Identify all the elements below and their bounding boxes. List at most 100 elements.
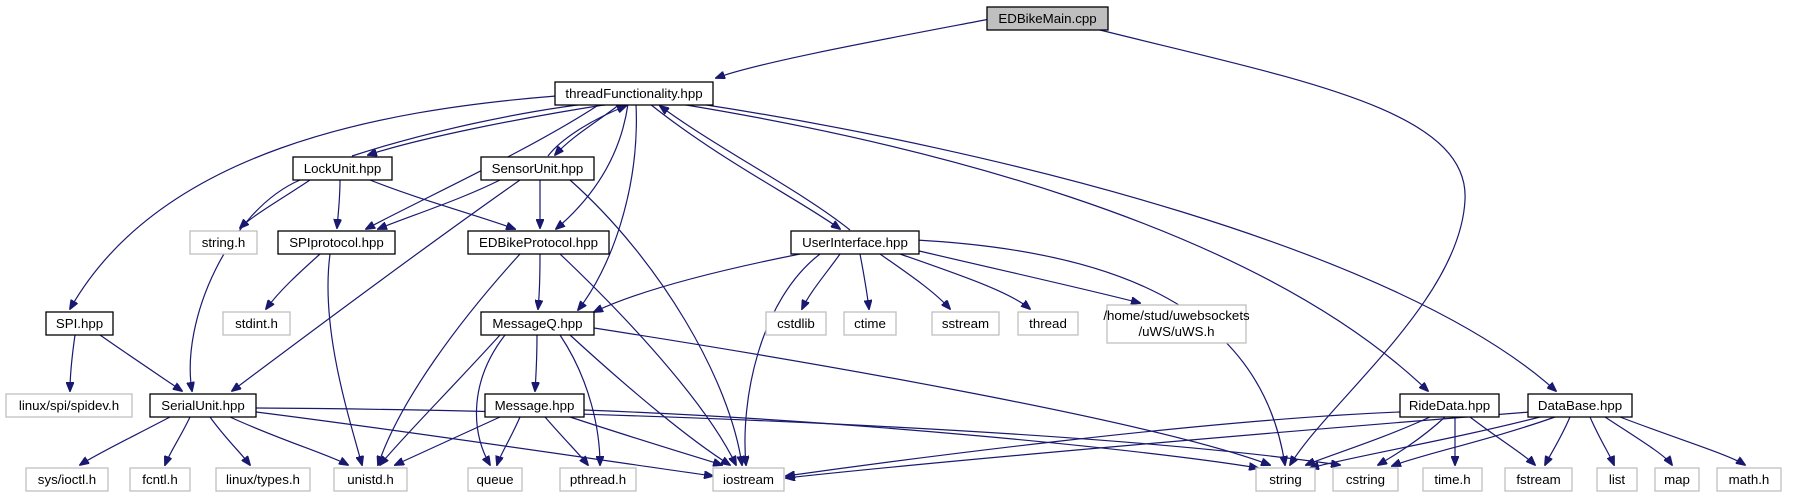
node-time-h[interactable]: time.h [1422, 467, 1483, 492]
node-edbikeprotocol-hpp[interactable]: EDBikeProtocol.hpp [467, 230, 610, 255]
node-label: math.h [1729, 472, 1770, 487]
node-label: pthread.h [570, 472, 626, 487]
edge-mq-to-pthread [559, 334, 600, 465]
node-edbikemain-cpp[interactable]: EDBikeMain.cpp [986, 6, 1109, 31]
node-messageq-hpp[interactable]: MessageQ.hpp [480, 311, 595, 336]
node-label-line-2: /uWS/uWS.h [1138, 324, 1214, 339]
edge-spi-to-spidev [70, 334, 76, 391]
node-spi-hpp[interactable]: SPI.hpp [45, 311, 114, 336]
edge-ui-to-uws [914, 249, 1140, 303]
node-thread[interactable]: thread [1017, 311, 1079, 336]
node-label: map [1664, 472, 1690, 487]
edge-spip-to-stdint [266, 253, 321, 309]
edge-tf-to-spi [70, 95, 557, 309]
node-map[interactable]: map [1654, 467, 1700, 492]
edge-serial-to-unistd [229, 416, 348, 465]
node-label: sstream [942, 316, 989, 331]
edge-spi-to-serial [99, 334, 182, 391]
edge-mq-to-msg [535, 334, 537, 391]
node-threadfunctionality-hpp[interactable]: threadFunctionality.hpp [554, 81, 714, 106]
node-ioctl-h[interactable]: sys/ioctl.h [25, 467, 109, 492]
edge-serial-to-types [209, 416, 250, 465]
edge-ui-to-ctime [859, 253, 869, 309]
edge-lock-to-edbp [369, 179, 515, 229]
edge-msg-to-queue [497, 416, 521, 465]
node-iostream[interactable]: iostream [712, 467, 785, 492]
edge-tf-to-lock [368, 103, 611, 155]
node-label: time.h [1434, 472, 1470, 487]
node-label: SensorUnit.hpp [492, 161, 584, 176]
node-label: cstring [1346, 472, 1385, 487]
edge-msg-to-iostream [569, 416, 722, 465]
edge-spip-to-unistd [327, 253, 362, 465]
node-label: queue [477, 472, 514, 487]
node-spiprotocol-hpp[interactable]: SPIprotocol.hpp [277, 230, 396, 255]
edge-serial-to-iostream [255, 411, 713, 476]
edge-ui-to-iostream [745, 253, 821, 465]
edge-tf-to-edbp [556, 103, 629, 229]
edge-db-to-iostream [786, 411, 1531, 478]
node-message-hpp[interactable]: Message.hpp [484, 393, 585, 418]
node-label: linux/spi/spidev.h [19, 398, 119, 413]
node-lockunit-hpp[interactable]: LockUnit.hpp [292, 156, 393, 181]
node-types-h[interactable]: linux/types.h [215, 467, 311, 492]
edge-mq-to-string [593, 327, 1270, 465]
node-label: SPIprotocol.hpp [289, 235, 384, 250]
edge-mq-to-unistd [380, 334, 501, 465]
edge-tf-to-spip [366, 103, 601, 229]
node-math-h[interactable]: math.h [1716, 467, 1782, 492]
node-unistd-h[interactable]: unistd.h [333, 467, 408, 492]
node-label: RideData.hpp [1409, 398, 1490, 413]
edge-main-to-tf [716, 18, 991, 78]
node-stdint-h[interactable]: stdint.h [222, 311, 291, 336]
node-ridedata-hpp[interactable]: RideData.hpp [1399, 393, 1500, 418]
node-fcntl-h[interactable]: fcntl.h [129, 467, 191, 492]
node-label: EDBikeProtocol.hpp [479, 235, 598, 250]
node-string-h[interactable]: string.h [189, 230, 258, 255]
node-serialunit-hpp[interactable]: SerialUnit.hpp [149, 393, 257, 418]
edge-db-to-map [1604, 416, 1672, 465]
edge-tf-to-db [699, 103, 1556, 391]
edge-db-to-fstream [1545, 416, 1571, 465]
node-string[interactable]: string [1255, 467, 1316, 492]
node-label: stdint.h [235, 316, 278, 331]
node-spidev-h[interactable]: linux/spi/spidev.h [5, 393, 133, 418]
node-fstream[interactable]: fstream [1504, 467, 1573, 492]
edge-ui-to-thread [899, 253, 1030, 309]
node-userinterface-hpp[interactable]: UserInterface.hpp [790, 230, 920, 255]
node-label: iostream [723, 472, 774, 487]
node-cstdlib[interactable]: cstdlib [765, 311, 827, 336]
node-ctime[interactable]: ctime [843, 311, 897, 336]
edge-db-to-string [1310, 416, 1541, 468]
edge-ui-to-sstream [879, 253, 950, 309]
edge-sensor-to-spip [378, 179, 501, 229]
node-database-hpp[interactable]: DataBase.hpp [1527, 393, 1633, 418]
edge-sensor-to-tf [547, 106, 626, 157]
edge-ui-to-tf [660, 106, 851, 231]
edge-mq-to-queue [475, 334, 506, 465]
node-queue[interactable]: queue [467, 467, 523, 492]
edge-sensor-to-serial [232, 179, 521, 391]
node-label: SerialUnit.hpp [161, 398, 245, 413]
node-cstring[interactable]: cstring [1332, 467, 1399, 492]
node-uws-h[interactable]: /home/stud/uwebsockets /uWS/uWS.h [1103, 304, 1250, 344]
edge-ride-to-string [1306, 416, 1431, 465]
node-label: sys/ioctl.h [38, 472, 96, 487]
node-list[interactable]: list [1596, 467, 1638, 492]
edge-tf-to-ride [679, 103, 1428, 391]
edge-edbp-to-unistd [378, 253, 521, 465]
node-label: fstream [1516, 472, 1560, 487]
edge-edbp-to-mq [538, 253, 540, 309]
node-label: ctime [854, 316, 886, 331]
edges-layer [70, 18, 1745, 478]
node-label: fcntl.h [142, 472, 177, 487]
node-sensorunit-hpp[interactable]: SensorUnit.hpp [480, 156, 595, 181]
node-pthread-h[interactable]: pthread.h [559, 467, 637, 492]
edge-ui-to-string [915, 239, 1285, 465]
edge-ui-to-cstdlib [802, 253, 841, 309]
node-sstream[interactable]: sstream [931, 311, 1000, 336]
nodes-layer: EDBikeMain.cpp threadFunctionality.hpp L… [5, 6, 1782, 492]
edge-tf-to-mq [578, 103, 637, 310]
node-label: DataBase.hpp [1538, 398, 1622, 413]
